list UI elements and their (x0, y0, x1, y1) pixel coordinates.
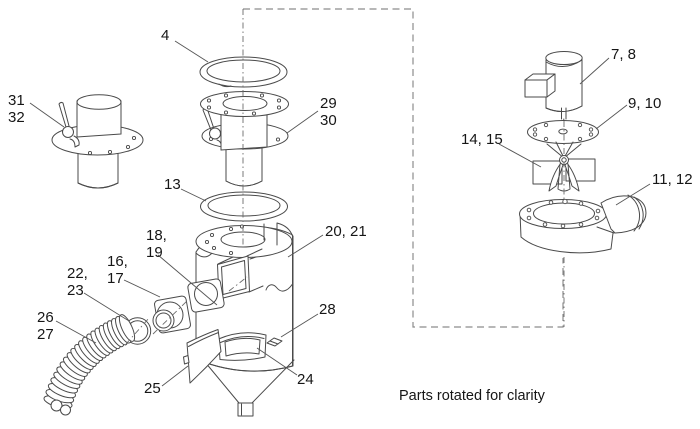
lid-latch (58, 101, 80, 148)
leader-13 (180, 188, 207, 202)
blower-outlet (600, 195, 647, 234)
callout-9-10: 9, 10 (628, 95, 661, 112)
leader-31-32 (29, 102, 65, 128)
inlet-port-16-17 (152, 295, 191, 334)
callout-18: 18, (146, 227, 167, 244)
callout-30: 30 (320, 112, 337, 129)
leader-9-10 (595, 104, 628, 130)
rotation-connector-dashed (243, 8, 564, 328)
drum-assembly-20-21 (195, 222, 295, 417)
callout-24: 24 (297, 371, 314, 388)
callout-11-12: 11, 12 (652, 171, 693, 188)
leader-24 (256, 347, 298, 376)
gasket-ring-13 (200, 191, 288, 222)
hose-end-opening (60, 404, 71, 416)
callout-17: 17 (107, 270, 124, 287)
callout-20-21: 20, 21 (325, 223, 367, 240)
leader-25 (161, 365, 189, 387)
leader-11-12 (615, 183, 651, 206)
lid-assembly-31-32 (51, 94, 144, 189)
leader-18-19 (157, 254, 218, 306)
callout-27: 27 (37, 326, 54, 343)
leader-7-8 (579, 57, 610, 85)
callout-7-8: 7, 8 (611, 46, 636, 63)
callout-25: 25 (144, 380, 161, 397)
motor-junction-box (524, 73, 556, 98)
leader-lines (29, 40, 651, 387)
callout-23: 23 (67, 282, 84, 299)
callout-32: 32 (8, 109, 25, 126)
leader-4 (174, 40, 209, 63)
scroll-band (263, 222, 293, 246)
inlet-duct (217, 248, 264, 300)
access-door-25 (183, 329, 222, 384)
leader-22-23 (83, 292, 130, 322)
scroll-right-wave (265, 283, 293, 292)
blower-housing-11-12 (519, 194, 648, 256)
hose-end-opening (50, 399, 63, 412)
leader-20-21 (287, 234, 324, 258)
flex-hose-26-27 (43, 314, 136, 416)
motor-plate-9-10 (527, 120, 599, 144)
baffle-window-24 (218, 332, 267, 361)
callout-19: 19 (146, 244, 163, 261)
inlet-adapter-29-30 (200, 91, 289, 187)
leader-29-30 (286, 110, 319, 134)
hose-corrugation-ring (118, 314, 136, 342)
plug-28 (266, 337, 283, 347)
callout-29: 29 (320, 95, 337, 112)
leader-28 (280, 313, 319, 338)
callout-16: 16, (107, 253, 128, 270)
callout-31: 31 (8, 92, 25, 109)
leader-14-15 (498, 143, 542, 168)
motor-7-8 (524, 51, 583, 124)
leader-26-27 (55, 320, 97, 344)
callout-14-15: 14, 15 (461, 131, 503, 148)
callout-22: 22, (67, 265, 88, 282)
centerlines (125, 9, 565, 345)
callout-13: 13 (164, 176, 181, 193)
leader-16-17 (123, 279, 161, 298)
gasket-ring-4 (199, 56, 288, 88)
callout-28: 28 (319, 301, 336, 318)
cone-hopper (204, 359, 295, 417)
callout-labels: 4 31 32 29 30 13 7, 8 9, 10 14, 15 11, 1… (8, 27, 693, 397)
rotation-note: Parts rotated for clarity (399, 388, 546, 404)
callout-4: 4 (161, 27, 169, 44)
callout-26: 26 (37, 309, 54, 326)
